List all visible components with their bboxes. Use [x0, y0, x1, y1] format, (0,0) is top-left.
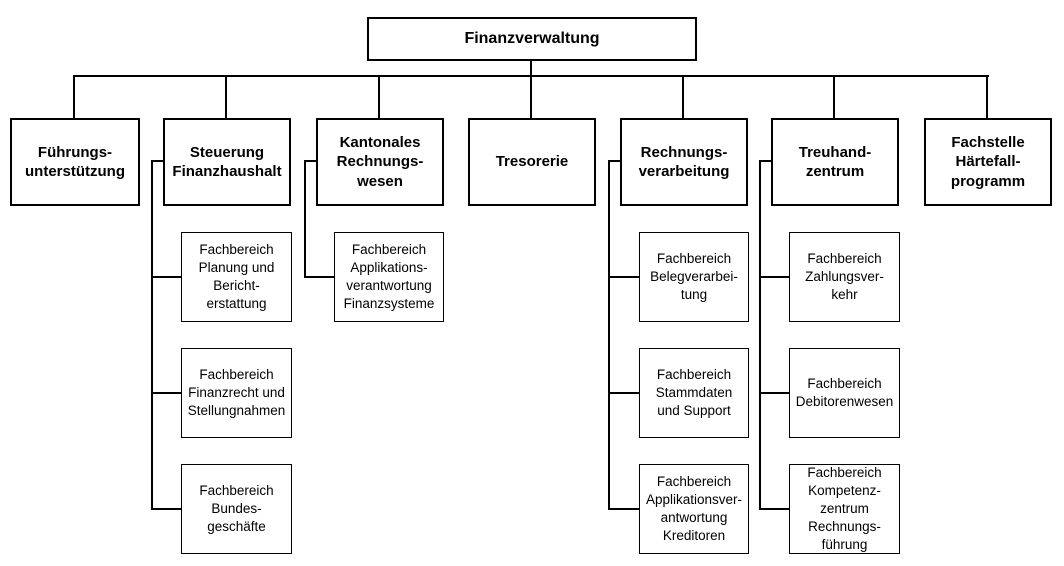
connector-rechnungsverarbeitung-trunk [608, 160, 610, 510]
org-box-rechnungsverarbeitung: Rechnungs- verarbeitung [620, 118, 748, 206]
org-box-finanzverwaltung: Finanzverwaltung [367, 17, 697, 61]
org-box-label: Steuerung Finanzhaushalt [172, 143, 282, 181]
org-box-fachbereich-belegverarbeitung: Fachbereich Belegverarbei- tung [639, 232, 749, 322]
org-box-fachbereich-finanzrecht-stellungnahmen: Fachbereich Finanzrecht und Stellungnahm… [181, 348, 292, 438]
org-box-label: Fachbereich Zahlungsver- kehr [805, 251, 884, 302]
org-box-kantonales-rechnungswesen: Kantonales Rechnungs- wesen [316, 118, 444, 206]
org-box-label: Fachbereich Applikationsver- antwortung … [645, 474, 743, 543]
connector-drop-5 [682, 75, 684, 118]
connector-drop-7 [986, 75, 988, 118]
org-box-label: Fachbereich Debitorenwesen [795, 376, 894, 409]
connector-steuerung-stub-2 [151, 392, 181, 394]
connector-drop-1 [73, 75, 75, 118]
connector-kantonales-stub-1 [304, 276, 334, 278]
connector-steuerung-stub-parent [151, 160, 163, 162]
connector-kantonales-trunk [304, 160, 306, 278]
org-box-label: Fachbereich Finanzrecht und Stellungnahm… [187, 367, 286, 418]
org-box-label: Finanzverwaltung [464, 29, 600, 47]
connector-steuerung-stub-1 [151, 276, 181, 278]
connector-rechnungsverarbeitung-stub-1 [608, 276, 639, 278]
org-box-fachbereich-debitorenwesen: Fachbereich Debitorenwesen [789, 348, 900, 438]
org-box-fachbereich-applikationsverantwortung-kreditoren: Fachbereich Applikationsver- antwortung … [639, 464, 749, 554]
org-box-label: Fachbereich Applikations- verantwortung … [343, 242, 435, 311]
connector-treuhand-trunk [759, 160, 761, 510]
connector-kantonales-stub-parent [304, 160, 316, 162]
org-box-fachbereich-applikationsverantwortung-finanzsysteme: Fachbereich Applikations- verantwortung … [334, 232, 444, 322]
org-box-fachbereich-bundesgeschaefte: Fachbereich Bundes- geschäfte [181, 464, 292, 554]
org-box-treuhandzentrum: Treuhand- zentrum [771, 118, 899, 206]
org-box-label: Tresorerie [495, 153, 569, 171]
org-box-steuerung-finanzhaushalt: Steuerung Finanzhaushalt [163, 118, 291, 206]
org-box-label: Treuhand- zentrum [798, 143, 872, 181]
connector-drop-4 [530, 75, 532, 118]
connector-drop-2 [225, 75, 227, 118]
org-box-fachbereich-stammdaten-support: Fachbereich Stammdaten und Support [639, 348, 749, 438]
connector-drop-6 [833, 75, 835, 118]
connector-treuhand-stub-parent [759, 160, 771, 162]
org-box-fachstelle-haertefallprogramm: Fachstelle Härtefall- programm [924, 118, 1052, 206]
org-box-label: Fachstelle Härtefall- programm [950, 133, 1026, 190]
org-box-label: Fachbereich Kompetenz- zentrum Rechnungs… [807, 465, 882, 552]
org-box-label: Fachbereich Bundes- geschäfte [199, 483, 274, 534]
connector-rechnungsverarbeitung-stub-3 [608, 508, 639, 510]
org-box-label: Fachbereich Belegverarbei- tung [650, 251, 738, 302]
connector-root-drop [530, 61, 532, 76]
connector-treuhand-stub-1 [759, 276, 789, 278]
connector-steuerung-trunk [151, 160, 153, 510]
org-box-label: Kantonales Rechnungs- wesen [336, 133, 424, 190]
org-box-tresorerie: Tresorerie [468, 118, 596, 206]
connector-rechnungsverarbeitung-stub-parent [608, 160, 620, 162]
connector-rechnungsverarbeitung-stub-2 [608, 392, 639, 394]
org-box-fachbereich-kompetenzzentrum-rechnungsfuehrung: Fachbereich Kompetenz- zentrum Rechnungs… [789, 464, 900, 554]
connector-steuerung-stub-3 [151, 508, 181, 510]
org-box-label: Fachbereich Planung und Bericht- erstatt… [198, 242, 275, 311]
org-box-label: Führungs- unterstützung [25, 143, 125, 181]
org-box-fuehrungsunterstuetzung: Führungs- unterstützung [10, 118, 140, 206]
connector-treuhand-stub-3 [759, 508, 789, 510]
org-box-label: Rechnungs- verarbeitung [638, 143, 730, 181]
org-box-fachbereich-planung-berichterstattung: Fachbereich Planung und Bericht- erstatt… [181, 232, 292, 322]
org-box-fachbereich-zahlungsverkehr: Fachbereich Zahlungsver- kehr [789, 232, 900, 322]
connector-drop-3 [378, 75, 380, 118]
org-box-label: Fachbereich Stammdaten und Support [655, 367, 733, 418]
connector-treuhand-stub-2 [759, 392, 789, 394]
